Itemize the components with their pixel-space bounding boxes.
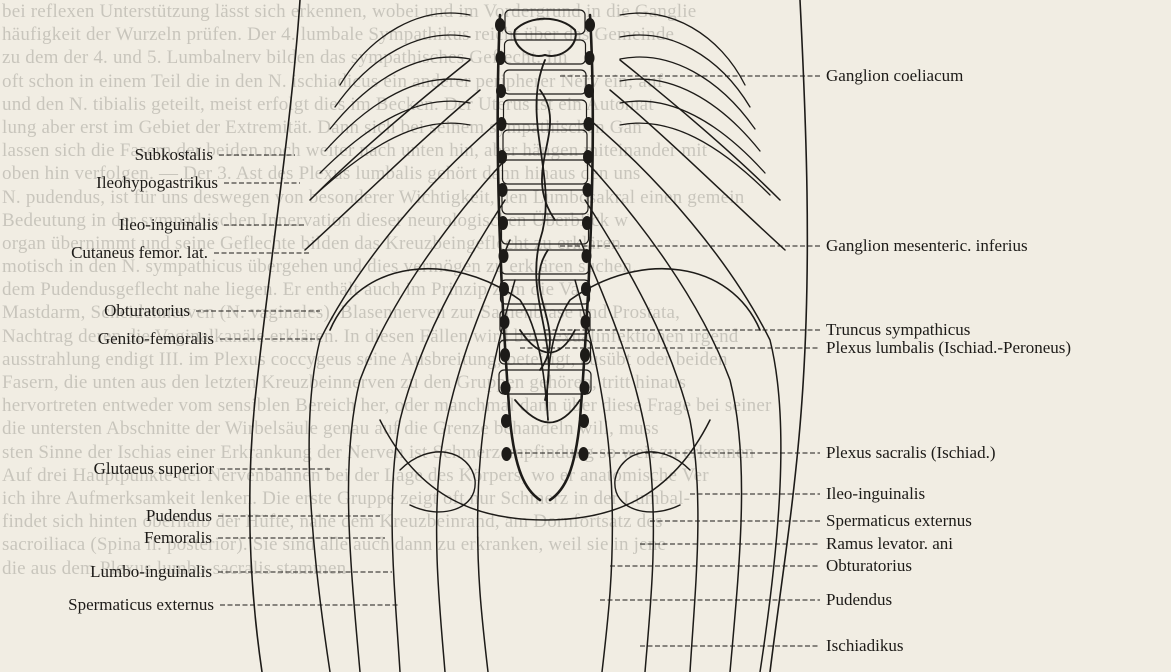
- label-left: Spermaticus externus: [68, 595, 214, 615]
- ganglion: [497, 150, 507, 164]
- anatomy-drawing: [250, 0, 808, 672]
- label-right: Ileo-inguinalis: [826, 484, 925, 504]
- body-outline-right: [770, 0, 807, 672]
- ganglion: [580, 381, 590, 395]
- ganglion: [584, 84, 594, 98]
- ganglion: [583, 183, 593, 197]
- ganglion: [585, 18, 595, 32]
- nerve-right: [590, 120, 781, 672]
- rib-left: [340, 13, 470, 85]
- vertebra: [502, 220, 589, 244]
- ganglion: [497, 117, 507, 131]
- ganglion: [495, 18, 505, 32]
- pelvis-right: [547, 269, 760, 420]
- rib-right: [620, 123, 770, 195]
- rib-right: [620, 101, 765, 173]
- label-right: Obturatorius: [826, 556, 912, 576]
- ganglion: [580, 348, 590, 362]
- ganglion: [584, 117, 594, 131]
- label-left: Glutaeus superior: [94, 459, 214, 479]
- pelvic-brim: [380, 420, 710, 520]
- rib-left: [335, 35, 470, 107]
- label-left: Ileo-inguinalis: [119, 215, 218, 235]
- label-left: Obturatorius: [104, 301, 190, 321]
- nerve-right: [610, 90, 785, 250]
- rib-left: [315, 123, 470, 195]
- ganglion: [496, 84, 506, 98]
- label-right: Pudendus: [826, 590, 892, 610]
- nerve-right: [575, 280, 612, 672]
- label-left: Subkostalis: [135, 145, 213, 165]
- ganglion: [583, 150, 593, 164]
- label-left: Pudendus: [146, 506, 212, 526]
- ganglion: [585, 51, 595, 65]
- nerve-left: [305, 90, 480, 250]
- vertebra: [504, 70, 586, 94]
- label-right: Ramus levator. ani: [826, 534, 953, 554]
- ganglion: [501, 414, 511, 428]
- ganglion: [579, 414, 589, 428]
- label-right: Ganglion mesenteric. inferius: [826, 236, 1028, 256]
- label-right: Plexus lumbalis (Ischiad.-Peroneus): [826, 338, 1071, 358]
- vertebra: [504, 100, 587, 124]
- ganglion: [579, 447, 589, 461]
- nerve-right: [620, 60, 780, 200]
- vertebra: [505, 10, 585, 34]
- label-right: Spermaticus externus: [826, 511, 972, 531]
- rib-right: [620, 35, 750, 107]
- pelvis-left: [330, 269, 548, 420]
- label-left: Genito-femoralis: [98, 329, 214, 349]
- ganglion: [498, 183, 508, 197]
- ganglion: [496, 51, 506, 65]
- ganglion-coeliacum: [514, 19, 576, 56]
- nerve-left: [309, 120, 500, 672]
- rib-left: [325, 79, 470, 151]
- label-left: Lumbo-inguinalis: [90, 562, 212, 582]
- label-right: Ganglion coeliacum: [826, 66, 963, 86]
- ganglion: [498, 216, 508, 230]
- body-outline-left: [250, 0, 300, 672]
- nerve-left: [478, 280, 515, 672]
- label-left: Ileohypogastrikus: [96, 173, 218, 193]
- ganglion: [500, 348, 510, 362]
- ganglion: [502, 447, 512, 461]
- label-right: Truncus sympathicus: [826, 320, 970, 340]
- nerve-left: [437, 240, 510, 672]
- label-right: Ischiadikus: [826, 636, 903, 656]
- ganglion: [501, 381, 511, 395]
- ganglion: [582, 216, 592, 230]
- label-left: Cutaneus femor. lat.: [71, 243, 208, 263]
- label-left: Femoralis: [144, 528, 212, 548]
- label-leader-lines: [196, 76, 820, 646]
- label-right: Plexus sacralis (Ischiad.): [826, 443, 995, 463]
- nerve-right: [580, 240, 653, 672]
